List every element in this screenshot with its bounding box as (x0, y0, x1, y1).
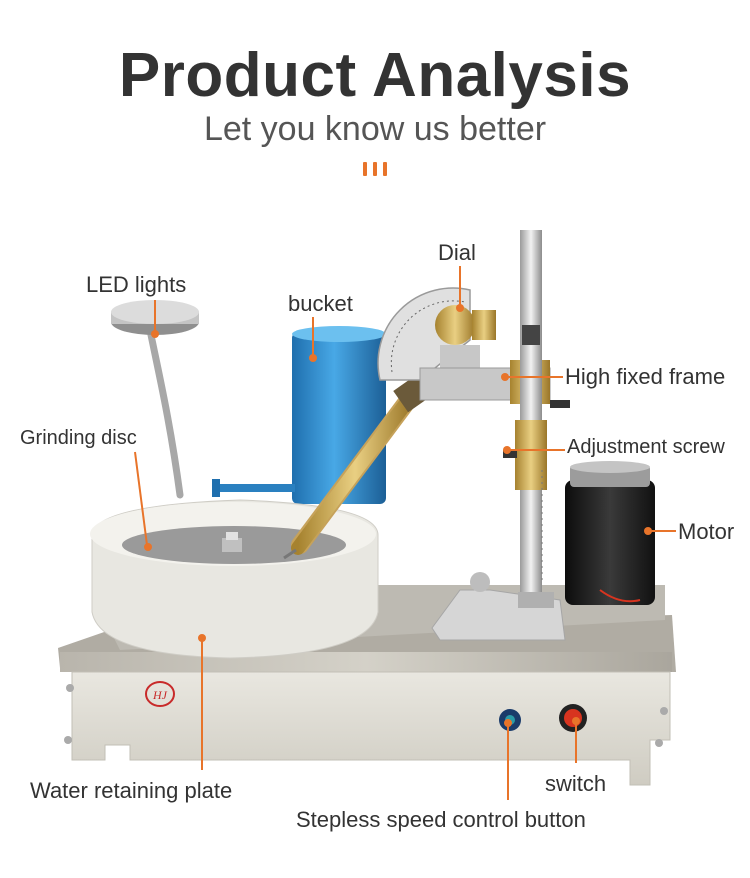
label-dial: Dial (438, 240, 476, 265)
vertical-pole (503, 230, 547, 610)
label-adjustment-screw: Adjustment screw (567, 436, 725, 458)
dial (377, 287, 496, 381)
label-high-fixed-frame: High fixed frame (565, 364, 726, 389)
brand-logo: HJ (145, 681, 175, 707)
label-speed-control: Stepless speed control button (296, 807, 586, 832)
label-water-retaining-plate: Water retaining plate (30, 778, 233, 803)
page-title: Product Analysis (118, 41, 632, 110)
label-motor: Motor (678, 519, 735, 544)
label-led-lights: LED lights (86, 272, 187, 297)
motor (565, 461, 655, 605)
grinding-pan (90, 499, 379, 659)
label-switch: switch (545, 771, 607, 796)
label-bucket: bucket (288, 291, 353, 316)
title-divider-icon (360, 162, 390, 180)
page-subtitle: Let you know us better (203, 110, 547, 148)
label-grinding-disc: Grinding disc (20, 427, 137, 449)
svg-text:HJ: HJ (152, 688, 168, 702)
machine-base (58, 615, 676, 786)
holder-clamp (431, 572, 566, 641)
